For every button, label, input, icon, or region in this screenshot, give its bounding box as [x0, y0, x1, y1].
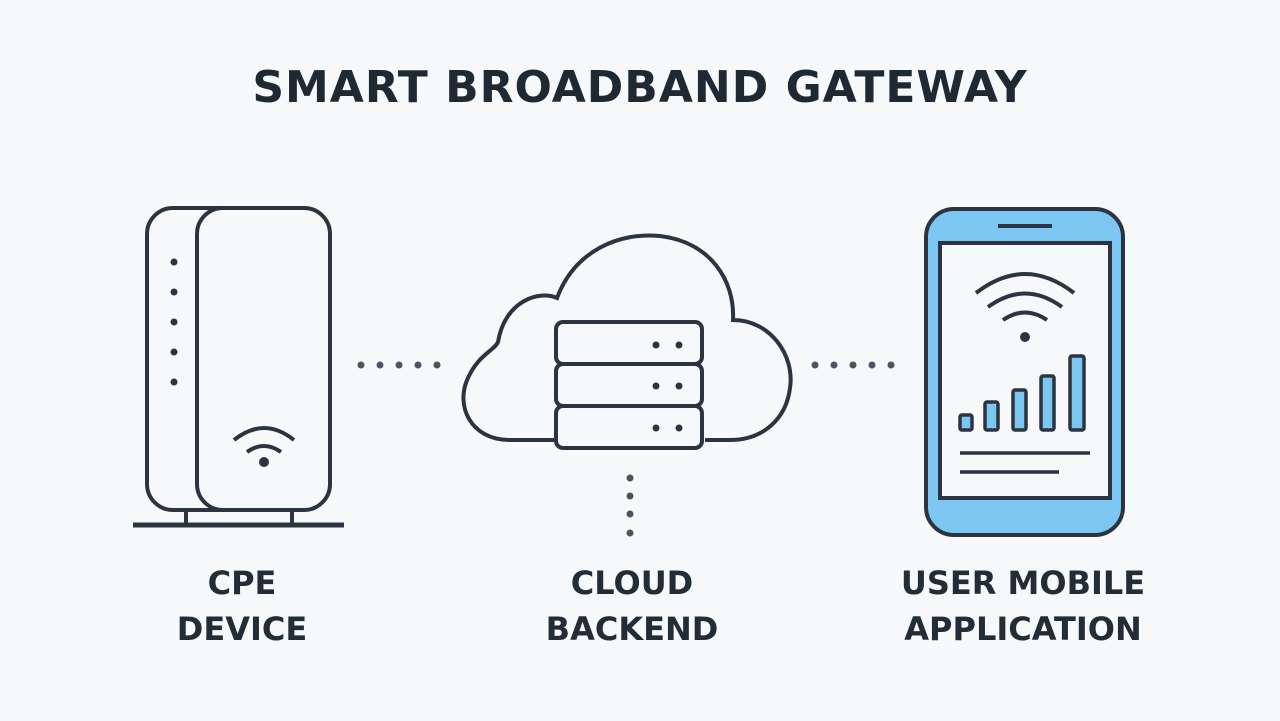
router-icon — [133, 206, 344, 528]
label-cloud-backend: CLOUD BACKEND — [452, 560, 812, 652]
label-line: CPE — [207, 564, 277, 602]
label-line: CLOUD — [570, 564, 694, 602]
connector-cloud-mobile — [811, 361, 895, 369]
diagram-title: SMART BROADBAND GATEWAY — [252, 62, 1028, 113]
smartphone-icon — [924, 207, 1125, 537]
label-line: USER MOBILE — [900, 564, 1146, 602]
wifi-icon — [232, 426, 296, 467]
label-line: APPLICATION — [904, 610, 1142, 648]
label-cpe-device: CPE DEVICE — [62, 560, 422, 652]
label-line: BACKEND — [545, 610, 719, 648]
wifi-icon — [974, 272, 1076, 342]
status-leds — [170, 258, 178, 386]
label-user-mobile-application: USER MOBILE APPLICATION — [843, 560, 1203, 652]
connector-cloud-down — [626, 474, 634, 537]
connector-cpe-cloud — [357, 361, 441, 369]
signal-bars — [958, 354, 1086, 432]
cloud-server-icon — [461, 233, 793, 450]
label-line: DEVICE — [176, 610, 308, 648]
